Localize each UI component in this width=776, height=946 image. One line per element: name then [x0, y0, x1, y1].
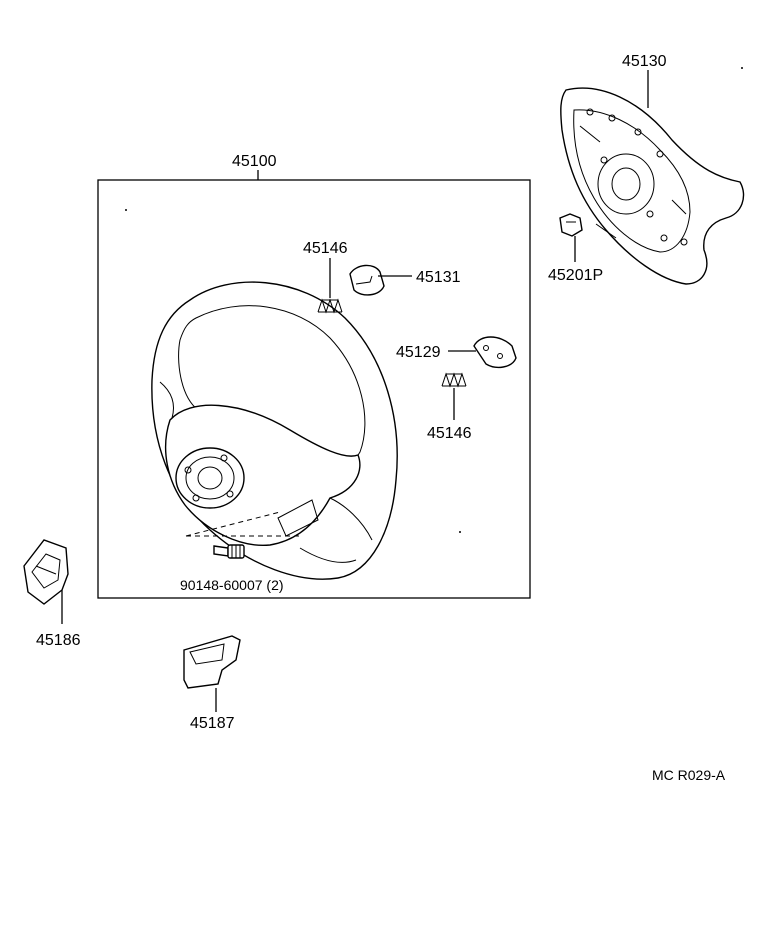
label-45187: 45187	[190, 715, 235, 732]
cover-45186	[23, 539, 69, 605]
label-45100: 45100	[232, 153, 277, 170]
label-45186: 45186	[36, 632, 81, 649]
label-45146-bottom: 45146	[427, 425, 472, 442]
nut-45201p	[559, 213, 583, 237]
label-45131: 45131	[416, 269, 461, 286]
clip-45129	[473, 336, 517, 369]
diagram-code: MC R029-A	[652, 767, 726, 783]
steering-wheel	[151, 281, 398, 580]
label-90148: 90148-60007 (2)	[180, 577, 284, 593]
cover-45187	[183, 635, 241, 689]
label-45130: 45130	[622, 53, 667, 70]
clip-45131	[349, 264, 385, 296]
label-45201p: 45201P	[548, 267, 603, 284]
screw-90148	[213, 544, 245, 559]
label-45129: 45129	[396, 344, 441, 361]
spring-45146-bottom	[441, 372, 467, 388]
airbag-pad-45130	[560, 87, 745, 285]
assembly-frame	[97, 179, 531, 599]
spring-45146-top	[317, 298, 343, 314]
label-45146-top: 45146	[303, 240, 348, 257]
